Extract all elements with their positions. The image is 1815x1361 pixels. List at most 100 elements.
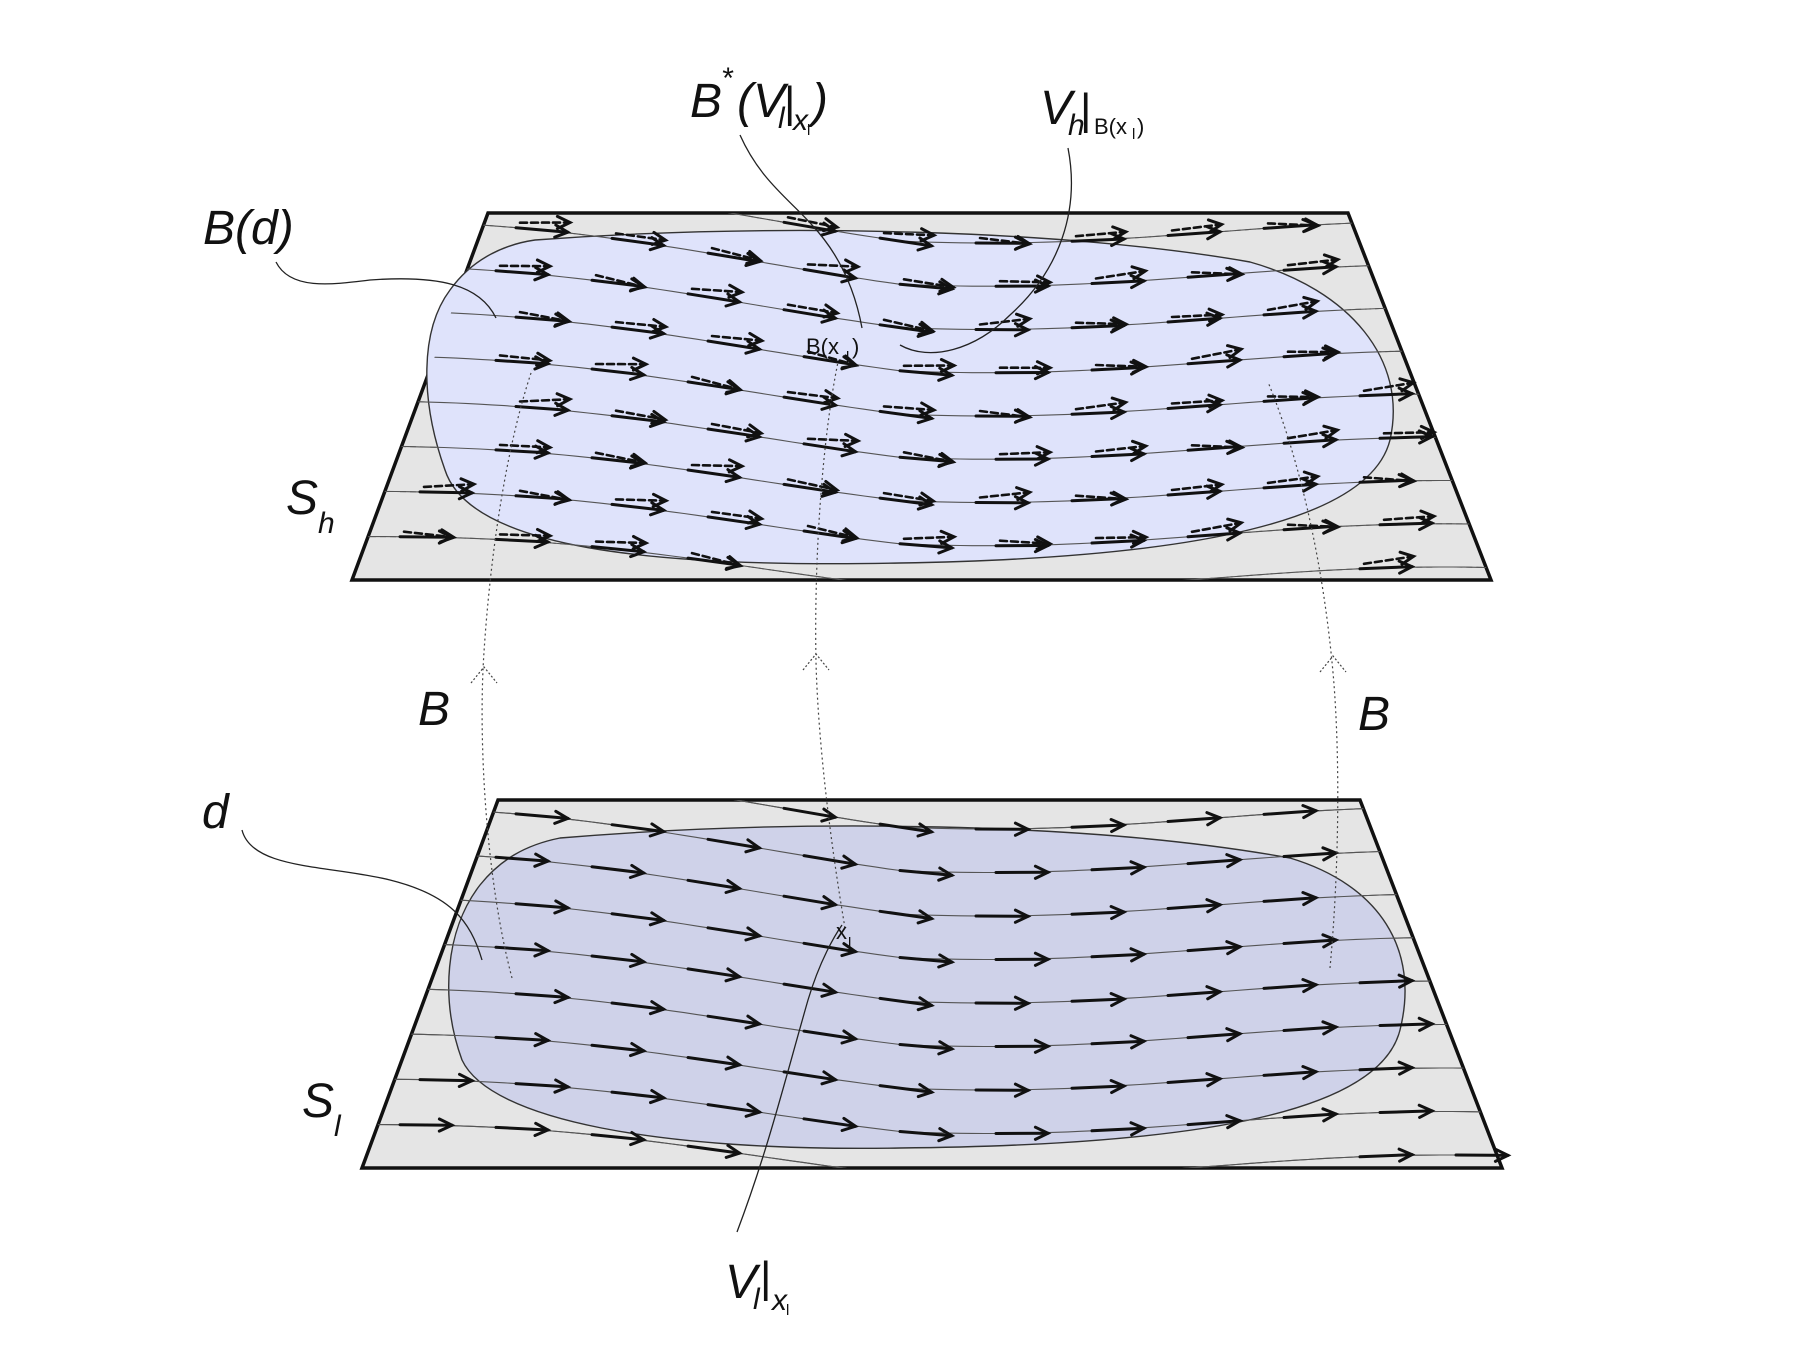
field-arrow: [878, 909, 935, 925]
field-arrow: [1090, 947, 1148, 963]
field-arrow-dashed: [1190, 266, 1246, 282]
field-arrow-dashed: [786, 216, 841, 233]
field-arrow: [590, 1131, 648, 1147]
field-arrow: [1166, 1072, 1224, 1088]
label-b-right: B: [1358, 688, 1390, 741]
label-vh-sub-b-close: ): [1137, 114, 1144, 139]
field-arrow-dashed: [594, 451, 649, 468]
field-arrow-dashed: [710, 509, 765, 525]
field-arrow-dashed: [1074, 225, 1130, 241]
field-arrow: [514, 809, 572, 825]
field-arrow: [1166, 811, 1224, 827]
field-arrow-dashed: [690, 458, 746, 474]
leader-lines: [241, 134, 1072, 1233]
field-arrow: [1070, 1079, 1128, 1095]
field-arrow: [686, 878, 743, 894]
label-vl-sub-l: l: [753, 1283, 761, 1316]
field-arrow-dashed: [690, 551, 744, 570]
field-arrow: [610, 1089, 668, 1105]
field-arrow-dashed: [518, 489, 573, 506]
field-arrow: [802, 1116, 859, 1132]
field-arrow-dashed: [1382, 424, 1438, 440]
field-arrow: [1358, 1147, 1416, 1163]
field-arrow-dashed: [614, 492, 670, 508]
lower-vector-field-arrows: [398, 804, 1512, 1163]
field-arrow-dashed: [422, 477, 478, 493]
field-arrow-dashed: [1074, 316, 1130, 332]
field-arrow: [706, 1102, 763, 1118]
point-label-bxl-close: ): [852, 334, 859, 359]
field-arrow: [878, 822, 935, 838]
field-arrow: [898, 866, 956, 882]
field-arrow: [1090, 447, 1148, 463]
field-arrow-dashed: [710, 331, 766, 348]
label-bstar-base: B: [690, 75, 722, 128]
field-arrow-dashed: [1074, 396, 1129, 412]
field-arrow-dashed: [882, 227, 938, 243]
field-arrow: [610, 911, 668, 927]
field-arrow: [994, 1038, 1052, 1054]
label-bstar-sub-x: x: [791, 104, 809, 137]
point-label-xl-text: x: [836, 919, 847, 944]
field-arrow-dashed: [1266, 217, 1322, 233]
field-arrow: [1090, 860, 1148, 876]
field-arrow: [514, 899, 572, 915]
field-arrow: [610, 822, 667, 838]
label-vl-sub-x: x: [770, 1284, 788, 1317]
leader-vh: [899, 147, 1072, 354]
field-arrow-dashed: [882, 401, 938, 417]
field-arrow-dashed: [786, 303, 841, 319]
field-arrow: [1090, 1034, 1148, 1050]
label-d: d: [202, 786, 230, 839]
field-arrow: [1282, 846, 1340, 862]
field-arrow-dashed: [1382, 509, 1438, 525]
projection-line-right: [1267, 381, 1339, 969]
field-arrow-dashed: [1190, 439, 1246, 455]
label-vl-sub-x-l: l: [786, 1302, 789, 1319]
projection-lines: [470, 361, 1347, 979]
streamline: [352, 308, 1491, 374]
field-arrow: [686, 1143, 743, 1159]
field-arrow-dashed: [998, 445, 1054, 461]
label-vh-sub-b-l: l: [1132, 126, 1135, 143]
field-arrow: [802, 941, 859, 958]
upper-region-bd: [426, 229, 1394, 565]
field-arrow: [1282, 1020, 1340, 1036]
label-sh-sub: h: [318, 507, 335, 540]
field-arrow: [610, 1000, 668, 1016]
label-b-left: B: [418, 683, 450, 736]
field-arrow: [1378, 1016, 1436, 1032]
field-arrow-dashed: [902, 277, 957, 293]
field-arrow: [974, 995, 1032, 1011]
label-sl-sub: l: [334, 1110, 342, 1143]
label-bstar-bar: |: [784, 78, 795, 127]
field-arrow-dashed: [786, 478, 841, 495]
leader-bd: [275, 261, 497, 319]
field-arrow-dashed: [498, 527, 554, 543]
field-arrow-dashed: [1074, 490, 1130, 506]
field-arrow: [974, 1082, 1032, 1098]
label-vl-bar: |: [760, 1253, 771, 1302]
field-arrow-dashed: [402, 528, 458, 544]
field-arrow: [418, 1072, 476, 1088]
field-arrow-dashed: [902, 450, 957, 467]
upper-plane-sh: [349, 211, 1494, 582]
field-arrow-dashed: [786, 389, 842, 405]
field-arrow: [494, 1032, 552, 1048]
field-arrow-dashed: [690, 375, 744, 394]
field-arrow: [1358, 1060, 1416, 1076]
label-vl: V l | x l: [725, 1253, 789, 1319]
field-arrow-dashed: [1170, 218, 1226, 234]
field-arrow: [802, 1029, 859, 1045]
field-arrow: [610, 324, 668, 340]
label-bstar-close: ): [807, 75, 828, 128]
field-arrow-dashed: [614, 409, 669, 425]
field-arrow: [1186, 940, 1244, 956]
leader-vl: [736, 924, 843, 1233]
field-arrow-dashed: [1362, 377, 1417, 393]
point-label-xl: x l: [836, 919, 851, 952]
field-arrow: [1166, 985, 1224, 1001]
lower-plane-sl: [359, 798, 1512, 1170]
field-arrow-dashed: [1094, 358, 1150, 374]
